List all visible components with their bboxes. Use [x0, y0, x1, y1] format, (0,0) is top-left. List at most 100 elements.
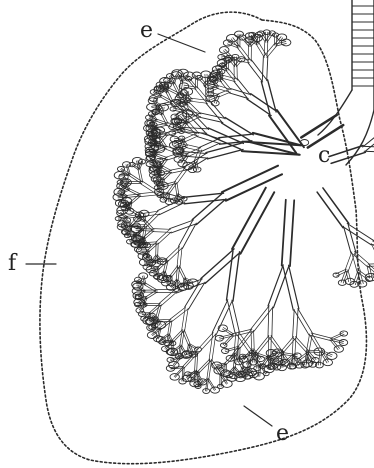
bronchus-segment [283, 267, 293, 311]
trachea [318, 0, 374, 165]
bronchus-segment [205, 86, 206, 102]
bronchus-segment [212, 300, 228, 333]
bronchus-segment [158, 243, 159, 256]
bronchus-segment [271, 336, 283, 353]
bronchus-segment [170, 220, 194, 229]
bronchus-segment [188, 92, 189, 104]
bronchus-segment [140, 195, 158, 197]
alveolar-lobule [117, 167, 124, 172]
bronchus-segment [226, 174, 282, 200]
bronchus-segment [222, 123, 250, 140]
bronchus-segment [211, 359, 221, 374]
bronchus-segment [173, 84, 179, 95]
bronchial-tree [113, 30, 374, 394]
label-f: f [8, 251, 18, 276]
bronchus-segment [185, 308, 188, 330]
bronchus-segment [225, 118, 253, 135]
alveolar-lobule [147, 332, 157, 339]
alveolar-lobule [334, 346, 343, 353]
bronchus-segment [267, 32, 268, 42]
bronchus-segment [254, 330, 255, 349]
alveolar-lobule [152, 261, 161, 267]
bronchus-segment [348, 253, 355, 271]
bronchus-segment [290, 200, 294, 266]
alveolar-lobule [211, 387, 220, 393]
bronchus-segment [228, 301, 236, 333]
bronchus-segment [137, 285, 146, 286]
alveolar-lobule [254, 373, 265, 380]
bronchus-segment [140, 214, 159, 217]
bronchus-segment [176, 266, 177, 279]
bronchus-segment [251, 306, 269, 329]
bronchus-segment [233, 329, 252, 334]
bronchus-segment [262, 57, 263, 81]
bronchus-segment [233, 252, 240, 301]
bronchus-segment [127, 196, 140, 197]
bronchus-segment [345, 252, 352, 270]
bronchus-segment [159, 290, 174, 303]
bronchus-segment [272, 307, 273, 336]
bronchus-segment [201, 249, 234, 279]
bronchus-segment [292, 337, 293, 355]
lung-outline [40, 12, 367, 464]
bronchus-segment [256, 336, 269, 353]
bronchus-segment [205, 74, 206, 86]
alveolar-lobule [138, 311, 145, 316]
bronchus-segment [153, 232, 170, 233]
bronchus-segment [271, 336, 272, 356]
bronchus-segment [254, 308, 272, 332]
bronchus-segment [319, 351, 321, 365]
bronchus-segment [171, 170, 186, 173]
bronchus-segment [174, 331, 184, 342]
bronchus-segment [364, 146, 374, 147]
bronchus-segment [296, 337, 309, 351]
bronchus-segment [307, 350, 319, 351]
bronchus-segment [267, 46, 277, 58]
bronchus-segment [158, 319, 171, 320]
bronchus-segment [130, 189, 141, 194]
label-e-bottom: e [276, 421, 289, 446]
bronchus-segment [267, 42, 268, 57]
bronchus-segment [284, 338, 296, 352]
alveolar-lobule [338, 280, 346, 285]
bronchus-segment [177, 182, 179, 194]
bronchus-segment [234, 82, 247, 98]
alveolar-lobule [218, 55, 225, 60]
bronchus-segment [251, 94, 275, 110]
bronchus-segment [199, 117, 223, 122]
bronchus-segment [282, 337, 294, 351]
bronchus-segment [289, 265, 299, 309]
bronchus-segment [185, 136, 199, 142]
alveolar-lobule [115, 217, 121, 221]
label-e-top: e [140, 18, 153, 43]
bronchus-segment [258, 337, 272, 354]
bronchus-segment [293, 309, 295, 337]
bronchus-segment [264, 42, 265, 57]
bronchus-segment [298, 309, 313, 334]
bronchus-segment [187, 148, 201, 151]
alveolar-lobule [170, 107, 176, 111]
bronchus-segment [171, 366, 184, 367]
bronchus-segment [191, 101, 207, 103]
bronchus-segment [184, 200, 224, 204]
label-c: c [318, 143, 330, 168]
alveolar-lobule [150, 90, 157, 95]
bronchus-segment [205, 254, 238, 284]
bronchus-segment [161, 292, 176, 305]
bronchus-segment [268, 265, 283, 306]
bronchus-segment [232, 300, 240, 332]
bronchus-segment [177, 247, 179, 266]
bronchus-segment [200, 360, 212, 372]
bronchus-segment [172, 309, 188, 321]
bronchus-segment [227, 251, 234, 300]
bronchus-segment [163, 166, 172, 171]
alveolar-lobule [129, 162, 135, 166]
bronchus-segment [261, 82, 270, 114]
bronchus-segment [209, 333, 213, 359]
alveolar-lobule [219, 47, 229, 54]
alveolar-lobule [254, 366, 261, 371]
bronchus-segment [187, 145, 201, 148]
bronchus-segment [180, 248, 182, 267]
bronchus-segment [268, 80, 277, 112]
